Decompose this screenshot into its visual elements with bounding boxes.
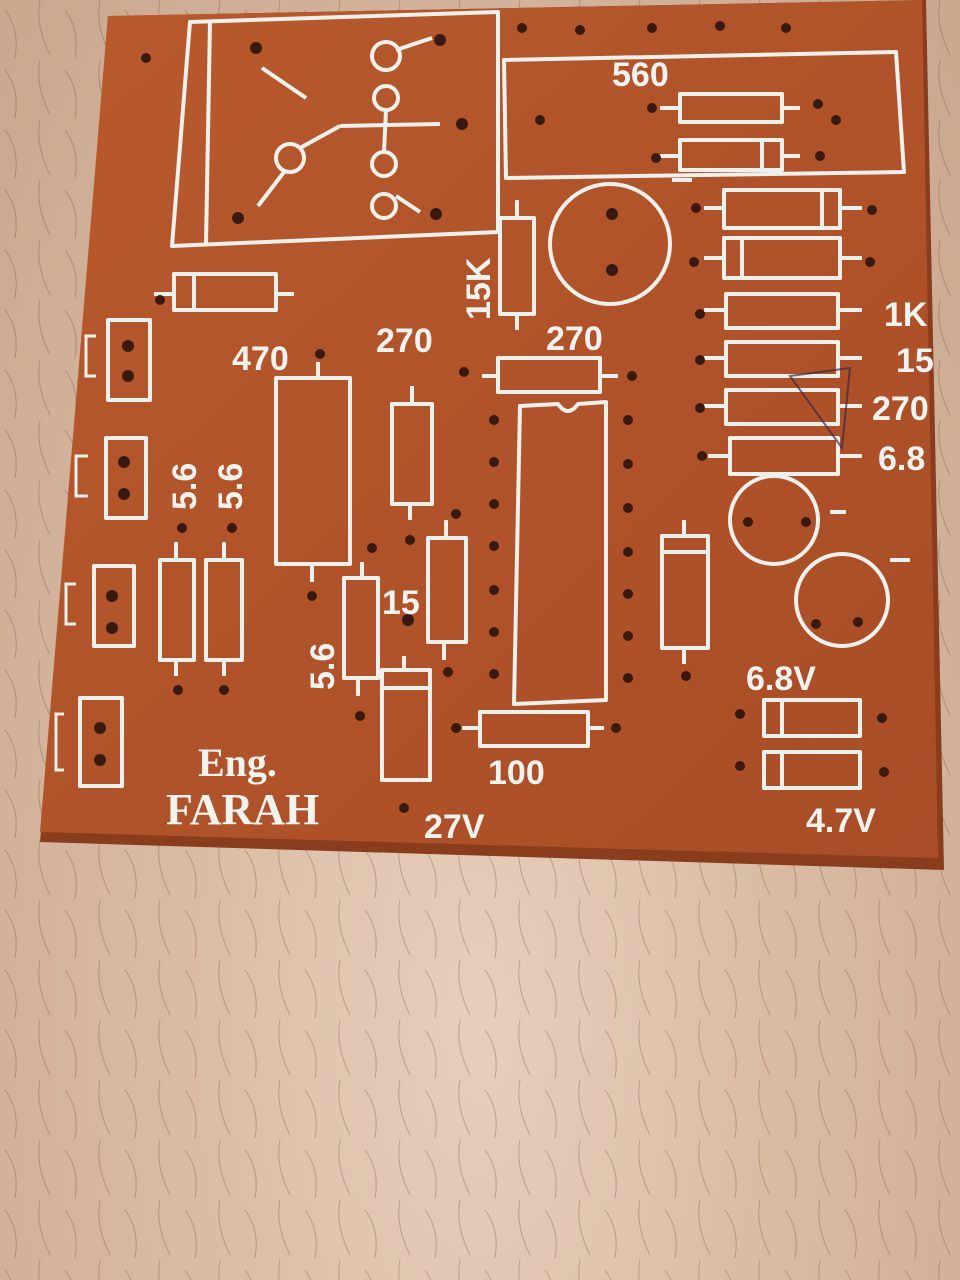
label-6-8: 6.8 bbox=[878, 440, 925, 478]
label-100: 100 bbox=[488, 754, 545, 792]
resistor-center-pair bbox=[342, 520, 468, 696]
label-15k: 15K bbox=[460, 257, 498, 320]
resistors-5-6-pair bbox=[158, 542, 244, 676]
solder-pads bbox=[141, 21, 889, 813]
capacitor-vertical-right bbox=[660, 520, 710, 664]
label-470: 470 bbox=[232, 340, 289, 378]
label-5-6-c: 5.6 bbox=[304, 643, 342, 690]
capacitor-top bbox=[548, 182, 672, 306]
capacitor-right-2 bbox=[794, 552, 890, 648]
label-270-right: 270 bbox=[872, 390, 929, 428]
connectors-left bbox=[54, 318, 152, 788]
maker-line-1: Eng. bbox=[198, 740, 277, 785]
label-15-right: 15 bbox=[896, 342, 934, 380]
maker-line-2: FARAH bbox=[166, 785, 319, 834]
resistor-470 bbox=[274, 362, 352, 582]
zener-27v bbox=[380, 656, 432, 782]
zeners-right bbox=[762, 698, 862, 790]
resistor-left-top bbox=[154, 272, 294, 312]
label-15-center: 15 bbox=[382, 584, 420, 622]
label-560: 560 bbox=[612, 56, 669, 94]
label-5-6-b: 5.6 bbox=[212, 463, 250, 510]
label-270-left: 270 bbox=[376, 322, 433, 360]
resistor-270-mid bbox=[482, 356, 618, 394]
label-6-8v: 6.8V bbox=[746, 660, 816, 698]
label-270-mid: 270 bbox=[546, 320, 603, 358]
label-5-6-a: 5.6 bbox=[166, 463, 204, 510]
label-27v: 27V bbox=[424, 808, 485, 846]
capacitor-right-1 bbox=[728, 474, 820, 566]
resistor-100 bbox=[462, 710, 604, 748]
resistor-stack-right bbox=[704, 188, 862, 476]
resistor-15k bbox=[498, 200, 536, 330]
label-1k: 1K bbox=[884, 296, 928, 334]
top-right-outline bbox=[502, 50, 906, 182]
pcb-board bbox=[40, 0, 938, 858]
label-4-7v: 4.7V bbox=[806, 802, 876, 840]
ic-outline bbox=[512, 400, 608, 706]
resistor-270-left bbox=[390, 386, 434, 520]
